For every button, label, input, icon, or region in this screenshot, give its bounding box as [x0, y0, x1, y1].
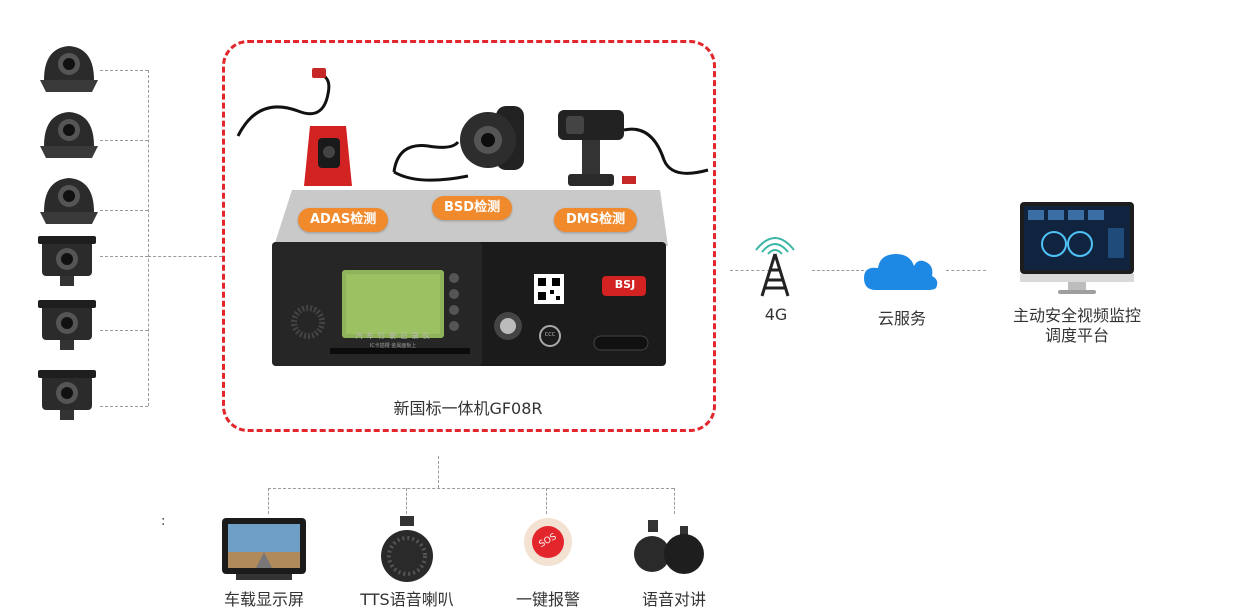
peripheral-label-monitor: 车载显示屏: [223, 590, 304, 609]
speaker-icon: [381, 516, 433, 582]
device-panel-subtitle: IC卡插槽 金属面板上: [369, 343, 417, 349]
label-platform-line1: 主动安全视频监控: [1012, 306, 1141, 325]
box-camera-icon: [38, 300, 96, 350]
dome-camera-icon: [40, 112, 98, 158]
connector-device-4g: [730, 270, 770, 271]
dms-camera-icon: [558, 110, 709, 186]
tag-dms: DMS检测: [554, 208, 638, 232]
peripheral-label-intercom: 语音对讲: [641, 590, 706, 609]
label-4g: 4G: [764, 305, 788, 324]
monitor-platform-icon: [1020, 202, 1134, 294]
box-camera-icon: [38, 236, 96, 286]
sos-button-icon: [524, 518, 572, 566]
tag-bsd: BSD检测: [432, 196, 513, 220]
stray-mark: :: [161, 514, 166, 529]
device-panel-title: 汽 车 行 驶 记 录 仪: [355, 332, 431, 340]
device-name: 新国标一体机GF08R: [393, 399, 543, 418]
tag-adas: ADAS检测: [298, 208, 389, 232]
adas-camera-icon: [236, 68, 352, 186]
device-group-frame: [222, 40, 716, 432]
signal-tower-icon: [755, 237, 795, 297]
connector-cloud-platform: [946, 270, 986, 271]
intercom-icon: [634, 520, 704, 574]
bsd-camera-icon: [392, 106, 524, 182]
connector-4g-cloud: [812, 270, 864, 271]
monitor-icon: [222, 518, 306, 580]
device-brand: BSJ: [614, 278, 636, 291]
peripheral-label-alarm: 一键报警: [515, 590, 580, 609]
label-platform: 主动安全视频监控 调度平台: [1000, 306, 1154, 346]
dome-camera-icon: [40, 178, 98, 224]
label-cloud: 云服务: [877, 309, 926, 328]
label-platform-line2: 调度平台: [1044, 326, 1109, 345]
dome-camera-icon: [40, 46, 98, 92]
ccc-mark: CCC: [544, 332, 556, 338]
box-camera-icon: [38, 370, 96, 420]
peripheral-label-speaker: TTS语音喇叭: [360, 590, 454, 609]
cloud-icon: [864, 254, 938, 290]
